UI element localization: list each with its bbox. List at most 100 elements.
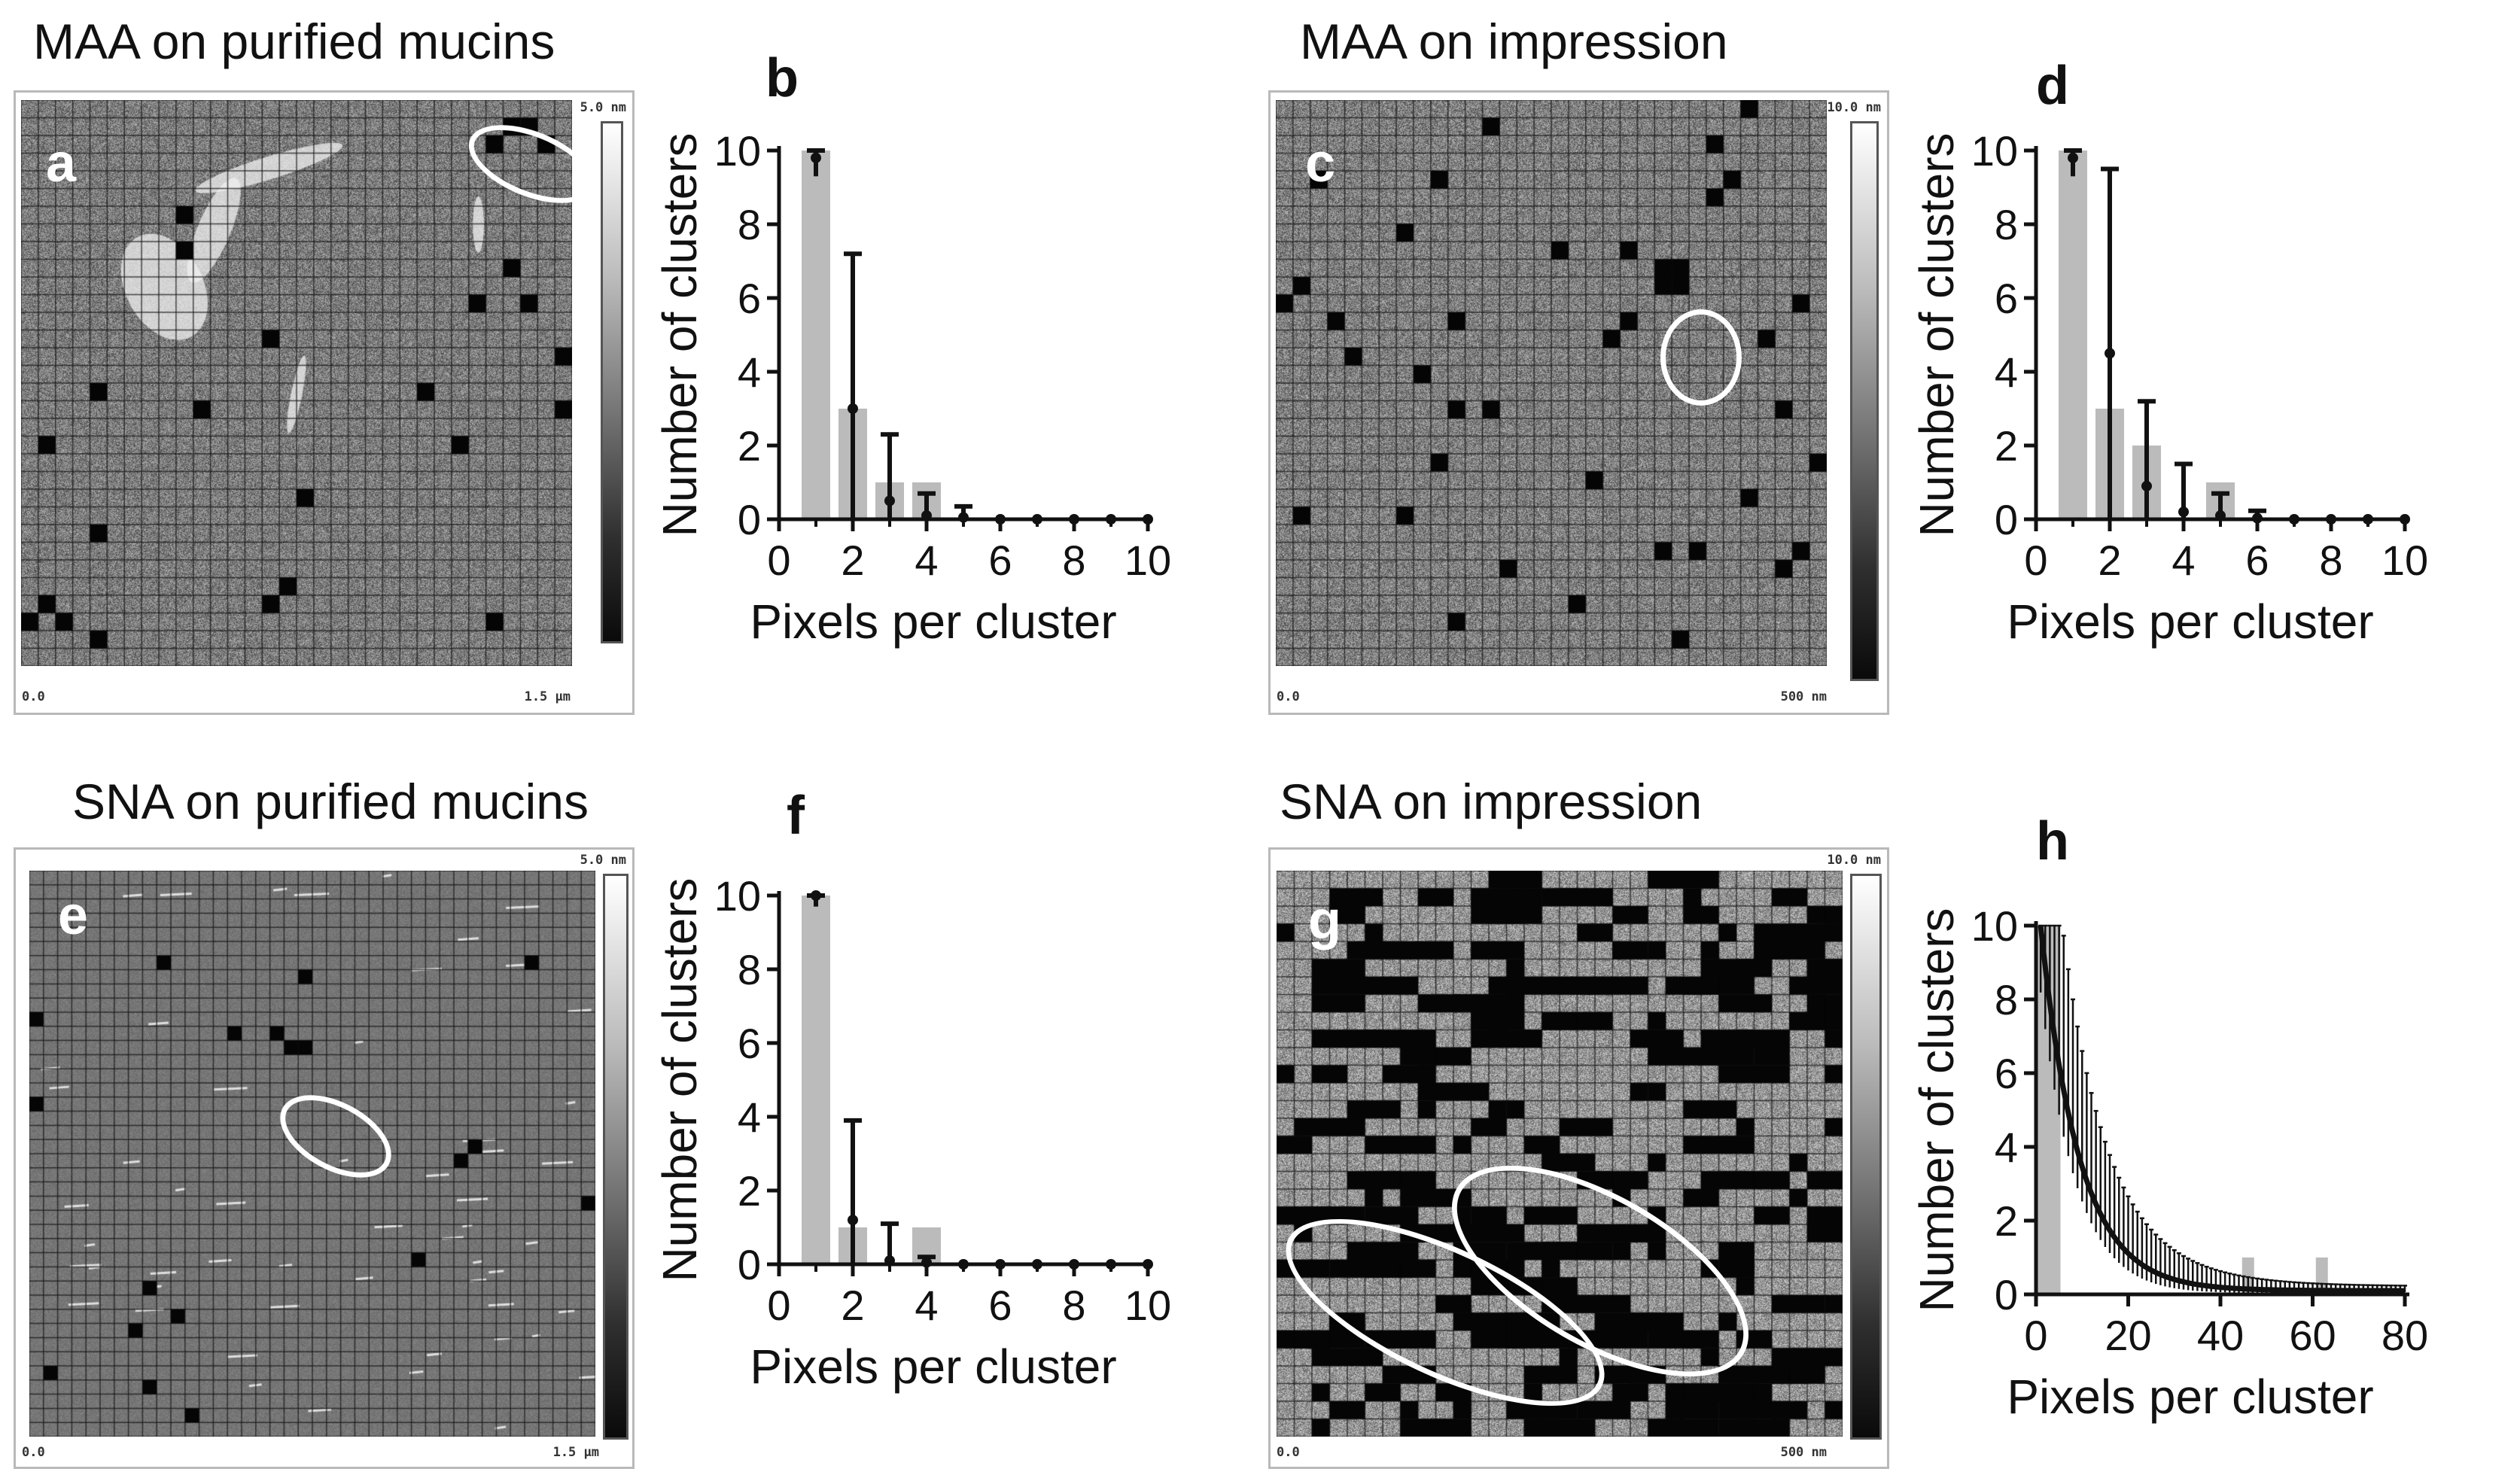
x-tick-label: 80 <box>2382 1312 2428 1359</box>
height-colorbar-c <box>1850 121 1879 681</box>
y-axis-label: Number of clusters <box>1910 908 1964 1312</box>
afm-image-g: 10.0 nm 0.0 500 nm g <box>1261 847 1889 1469</box>
mean-point <box>2105 348 2115 359</box>
afm-topography-c <box>1276 100 1827 666</box>
x-tick-label: 4 <box>915 537 938 584</box>
panel-letter-e: e <box>58 886 89 946</box>
x-tick-label: 8 <box>2319 537 2342 584</box>
mean-point <box>848 1215 858 1226</box>
cluster-highlight-ring <box>1660 309 1742 406</box>
mean-curve <box>2038 925 2405 1294</box>
panel-letter-c: c <box>1305 133 1336 193</box>
panel-letter-d: d <box>2036 56 2069 116</box>
y-tick-label: 2 <box>738 422 761 470</box>
x-end-label-e: 1.5 µm <box>552 1445 599 1460</box>
afm-image-c: 10.0 nm 0.0 500 nm c <box>1268 90 1889 715</box>
panel-letter-h: h <box>2036 811 2069 871</box>
mean-point <box>811 890 821 901</box>
x-tick-label: 6 <box>2245 537 2269 584</box>
y-axis-label: Number of clusters <box>653 132 707 537</box>
height-colorbar-e <box>603 874 628 1440</box>
x-end-label-g: 500 nm <box>1780 1445 1827 1460</box>
height-colorbar-g <box>1850 874 1882 1440</box>
z-scale-label-g: 10.0 nm <box>1827 853 1881 868</box>
x-tick-label: 10 <box>2382 537 2428 584</box>
x-tick-label: 2 <box>841 537 864 584</box>
histogram-bar <box>802 151 830 519</box>
mean-point <box>2178 506 2189 518</box>
x-tick-label: 0 <box>2024 537 2047 584</box>
histogram-bar <box>2242 1258 2254 1294</box>
x-tick-label: 8 <box>1062 537 1085 584</box>
x-tick-label: 6 <box>988 537 1012 584</box>
x-tick-label: 0 <box>767 1282 790 1329</box>
x-end-label-a: 1.5 µm <box>524 689 571 704</box>
height-colorbar-a <box>601 121 623 643</box>
mean-point <box>2141 480 2152 491</box>
panel-letter-a: a <box>46 133 77 193</box>
x-start-label-e: 0.0 <box>22 1445 45 1460</box>
afm-image-e: 5.0 nm 0.0 1.5 µm e <box>14 847 635 1469</box>
y-tick-label: 10 <box>1971 127 2018 175</box>
y-axis-label: Number of clusters <box>653 877 707 1282</box>
y-tick-label: 8 <box>738 201 761 248</box>
x-tick-label: 40 <box>2197 1312 2244 1359</box>
afm-topography-g <box>1277 871 1843 1437</box>
y-tick-label: 4 <box>738 348 761 396</box>
y-tick-label: 10 <box>714 872 761 920</box>
x-axis-label: Pixels per cluster <box>2007 595 2373 649</box>
z-scale-label-a: 5.0 nm <box>580 100 626 115</box>
panel-letter-g: g <box>1308 890 1341 950</box>
y-tick-label: 6 <box>738 1020 761 1067</box>
y-tick-label: 6 <box>1995 275 2018 322</box>
panel-g-title: SNA on impression <box>1280 774 1703 829</box>
x-axis-label: Pixels per cluster <box>750 1340 1116 1394</box>
y-tick-label: 8 <box>738 946 761 993</box>
panel-letter-b: b <box>765 48 799 108</box>
x-tick-label: 2 <box>2098 537 2121 584</box>
z-scale-label-c: 10.0 nm <box>1827 100 1881 115</box>
x-tick-label: 2 <box>841 1282 864 1329</box>
x-tick-label: 4 <box>2172 537 2195 584</box>
y-tick-label: 2 <box>738 1167 761 1215</box>
y-tick-label: 8 <box>1995 201 2018 248</box>
y-axis-label: Number of clusters <box>1910 132 1964 537</box>
panel-letter-f: f <box>787 786 805 846</box>
y-tick-label: 6 <box>738 275 761 322</box>
z-scale-label-e: 5.0 nm <box>580 853 626 868</box>
y-tick-label: 4 <box>1995 1124 2018 1171</box>
x-tick-label: 0 <box>767 537 790 584</box>
x-start-label-c: 0.0 <box>1277 689 1300 704</box>
x-axis-label: Pixels per cluster <box>750 595 1116 649</box>
panel-c-title: MAA on impression <box>1300 14 1728 69</box>
mean-point <box>2068 152 2078 163</box>
histogram-bar <box>2059 151 2087 519</box>
x-start-label-g: 0.0 <box>1277 1445 1300 1460</box>
mean-point <box>884 495 895 506</box>
x-end-label-c: 500 nm <box>1780 689 1827 704</box>
histogram-bar <box>2315 1258 2328 1294</box>
y-tick-label: 0 <box>1995 1271 2018 1318</box>
afm-image-a: 5.0 nm 0.0 1.5 µm a <box>14 90 635 715</box>
y-tick-label: 10 <box>1971 902 2018 950</box>
x-tick-label: 0 <box>2024 1312 2047 1359</box>
x-tick-label: 60 <box>2289 1312 2336 1359</box>
y-tick-label: 0 <box>738 496 761 543</box>
x-tick-label: 20 <box>2105 1312 2151 1359</box>
y-tick-label: 0 <box>1995 496 2018 543</box>
panel-a-title: MAA on purified mucins <box>33 14 555 69</box>
mean-point <box>811 152 821 163</box>
y-tick-label: 2 <box>1995 422 2018 470</box>
y-tick-label: 0 <box>738 1241 761 1288</box>
y-tick-label: 6 <box>1995 1050 2018 1097</box>
x-tick-label: 10 <box>1125 1282 1171 1329</box>
x-tick-label: 6 <box>988 1282 1012 1329</box>
y-tick-label: 2 <box>1995 1197 2018 1245</box>
y-tick-label: 10 <box>714 127 761 175</box>
x-tick-label: 8 <box>1062 1282 1085 1329</box>
mean-point <box>848 403 858 414</box>
panel-e-title: SNA on purified mucins <box>72 774 589 829</box>
